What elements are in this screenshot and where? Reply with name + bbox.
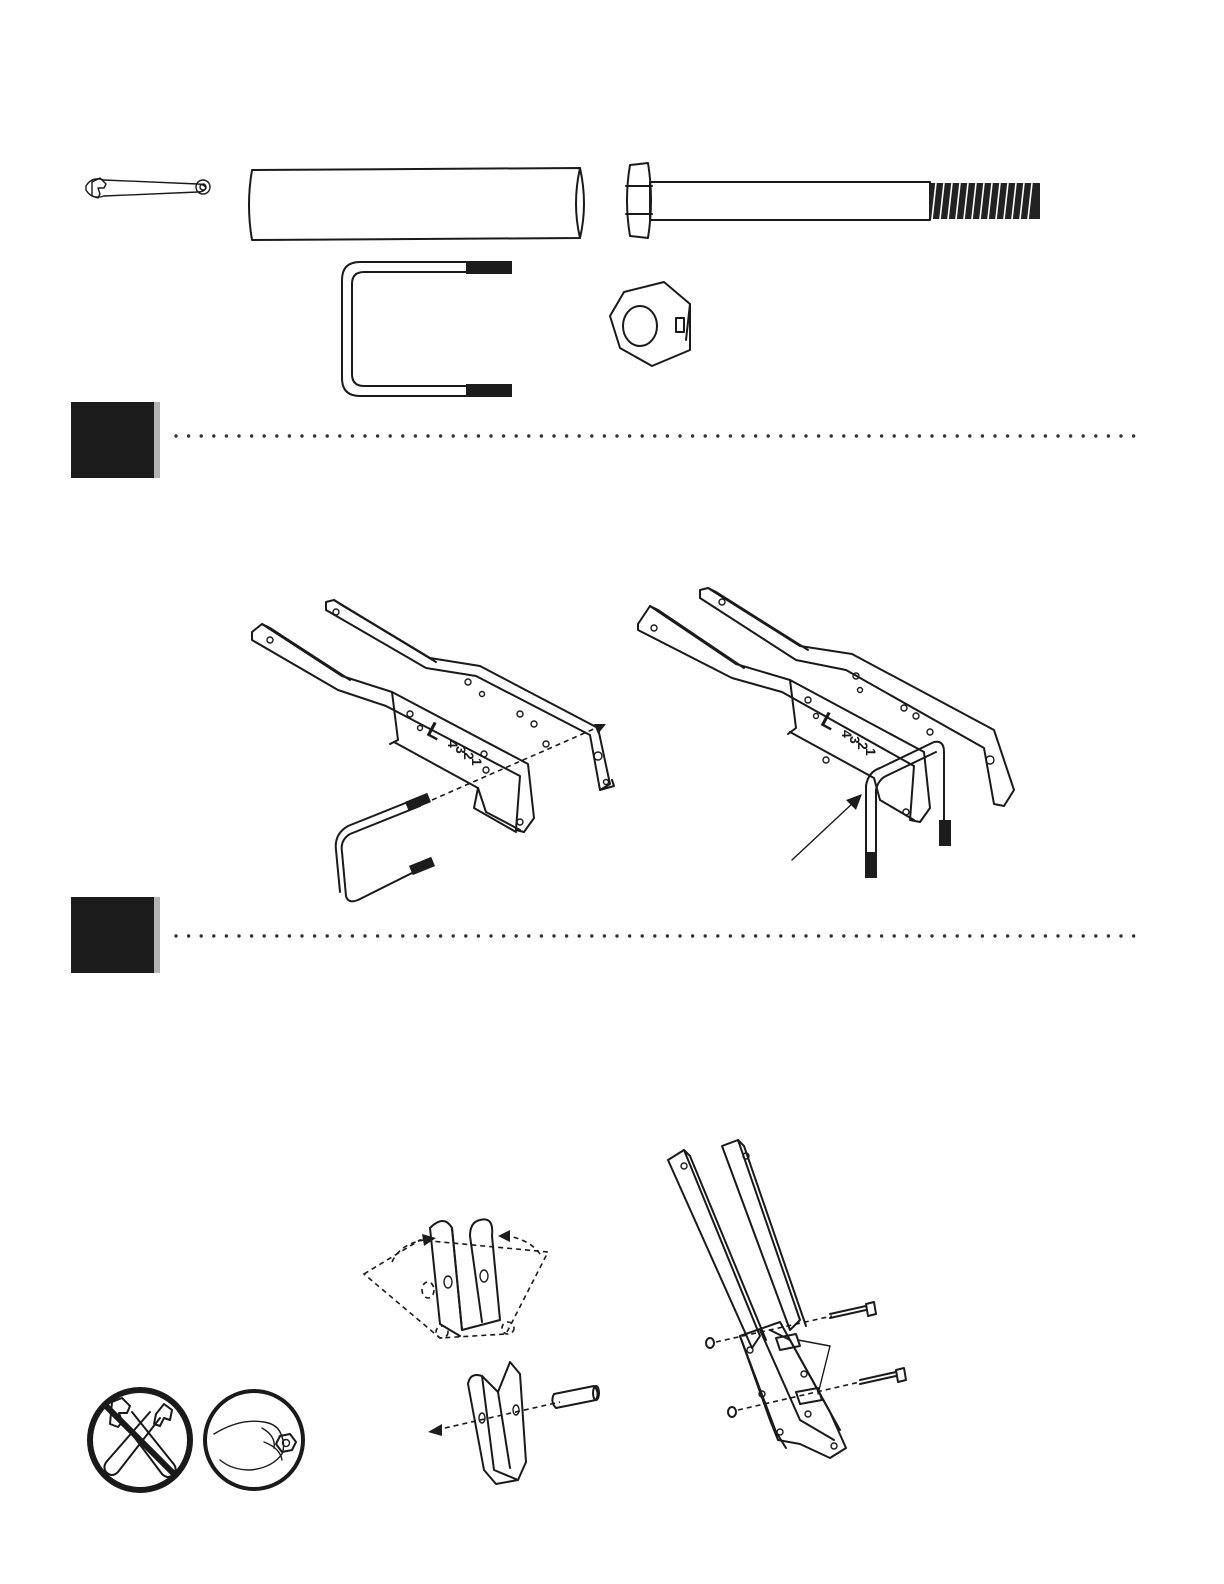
wrench-icon	[86, 178, 210, 198]
hex-bolt-icon	[626, 163, 1040, 238]
spacer-insert-detail	[428, 1362, 599, 1484]
svg-text:L: L	[817, 707, 841, 735]
spacer-tube-icon	[249, 168, 584, 240]
u-bolt-icon	[342, 261, 512, 397]
svg-text:1: 1	[863, 748, 879, 756]
frame-markings-right: L 4 3 2 1	[817, 707, 879, 756]
no-tools-icon	[90, 1390, 190, 1490]
frame-assembly-left: L 4 3 2 1	[252, 600, 614, 901]
step-a-marker	[71, 402, 160, 478]
leg-bolt-assembly	[668, 1140, 906, 1458]
bracket-spread-detail	[364, 1219, 548, 1338]
svg-text:L: L	[423, 717, 447, 745]
svg-text:1: 1	[469, 758, 485, 766]
lock-nut-icon	[610, 282, 690, 366]
hand-tighten-icon	[205, 1391, 303, 1489]
step-b-marker	[71, 897, 160, 973]
frame-assembly-right: L 4 3 2 1	[638, 588, 1014, 878]
